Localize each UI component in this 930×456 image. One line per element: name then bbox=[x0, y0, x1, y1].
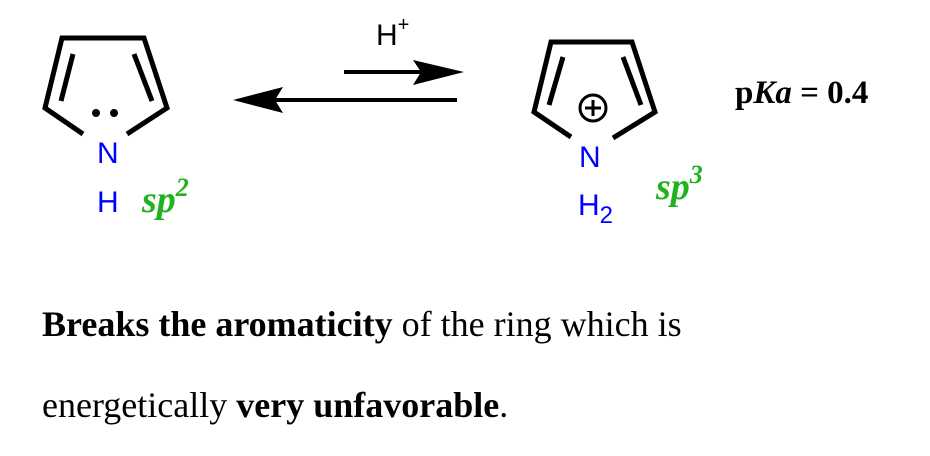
pyrrolium-ring bbox=[531, 39, 658, 141]
reactant-nitrogen: N bbox=[97, 137, 119, 170]
reagent-label: H+ bbox=[376, 14, 409, 52]
product-hybridization: sp3 bbox=[655, 160, 703, 208]
caption-bold-1: Breaks the aromaticity bbox=[42, 304, 393, 344]
caption-text-2: energetically bbox=[42, 385, 237, 425]
caption-bold-2: very unfavorable bbox=[236, 385, 500, 425]
reactant-hybridization: sp2 bbox=[141, 173, 189, 221]
caption-text-1: of the ring which is bbox=[392, 304, 682, 344]
caption-period: . bbox=[499, 385, 509, 425]
caption-line-2: energetically very unfavorable. bbox=[42, 384, 508, 426]
product-hydrogen: H2 bbox=[578, 189, 613, 229]
caption-line-1: Breaks the aromaticity of the ring which… bbox=[42, 303, 682, 345]
pka-value: pKa = 0.4 bbox=[735, 75, 868, 111]
reactant-hydrogen: H bbox=[97, 186, 119, 219]
positive-charge-icon bbox=[578, 93, 608, 123]
pyrrole-ring bbox=[42, 35, 170, 137]
product-nitrogen: N bbox=[579, 141, 601, 174]
equilibrium-arrows bbox=[233, 60, 464, 113]
lone-pair bbox=[92, 109, 118, 117]
